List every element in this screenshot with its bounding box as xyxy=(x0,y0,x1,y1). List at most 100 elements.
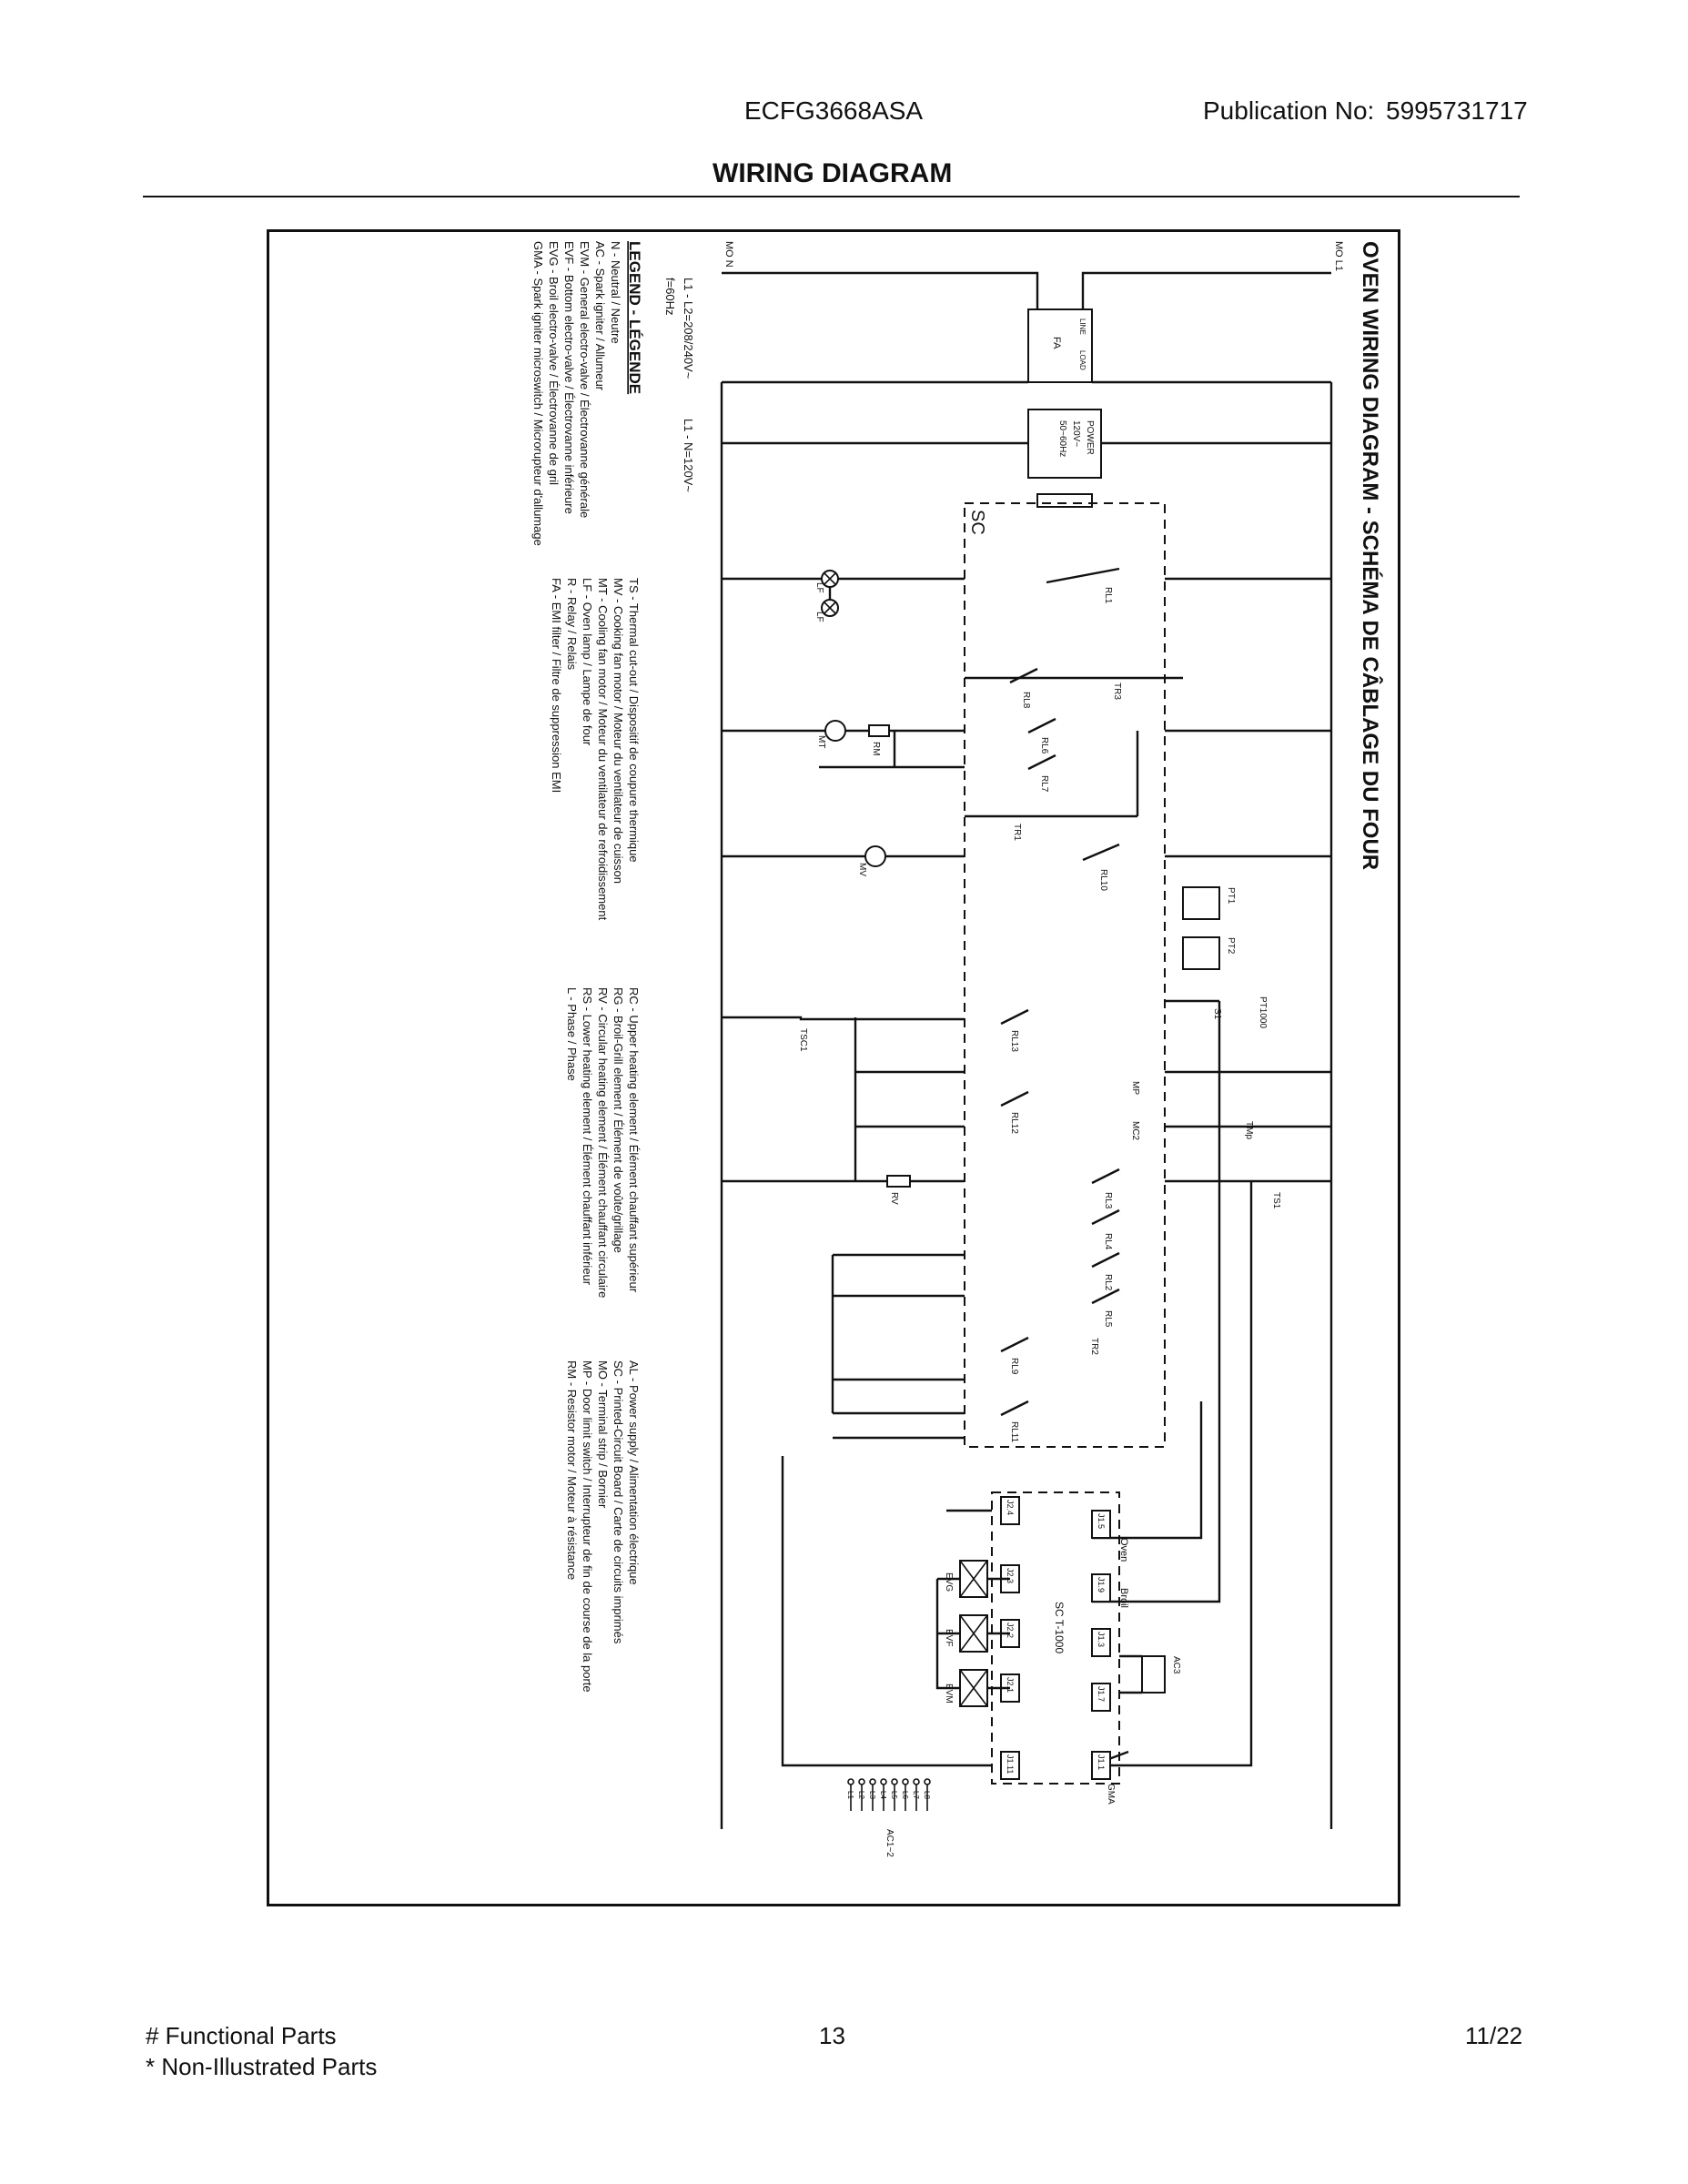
legend-entry: EVM - General electro-valve / Électrovan… xyxy=(578,241,591,518)
relay-rl1: RL1 xyxy=(1103,587,1113,604)
legend-entry: R - Relay / Relais xyxy=(565,578,579,671)
controller-pin-box xyxy=(1091,1683,1111,1712)
vertical-wires xyxy=(781,731,1253,1767)
wire-l1-rail xyxy=(1081,271,1331,309)
model-number: ECFG3668ASA xyxy=(744,96,924,125)
controller-pin-box xyxy=(1091,1628,1111,1657)
controller-pin-label: J1.11 xyxy=(1006,1754,1015,1774)
tsc1-label: TSC1 xyxy=(798,1028,808,1052)
tr1-label: TR1 xyxy=(1012,824,1022,841)
terminal-dot xyxy=(924,1778,931,1785)
legend-entry: AL - Power supply / Alimentation électri… xyxy=(627,1360,641,1585)
legend: LEGEND - LÉGENDE N - Neutral / NeutreAC … xyxy=(531,241,643,1693)
legend-entry: MT - Cooling fan motor / Moteur du venti… xyxy=(596,578,610,921)
mc2-label: MC2 xyxy=(1130,1121,1140,1141)
terminal-label: L3 xyxy=(868,1791,876,1799)
legend-column-4: AL - Power supply / Alimentation électri… xyxy=(565,1360,641,1693)
revision-date: 11/22 xyxy=(1465,2022,1523,2049)
diagram-frame xyxy=(267,229,1400,1906)
fa-line-label: LINE xyxy=(1078,318,1087,335)
evg-label: EVG xyxy=(944,1572,954,1592)
legend-entry: GMA - Spark igniter microswitch / Micror… xyxy=(531,241,545,546)
relay-rl3: RL3 xyxy=(1103,1192,1113,1209)
lamp-label-1: LF xyxy=(814,582,824,593)
terminal-label: L5 xyxy=(890,1791,898,1799)
legend-entry: RG - Broil-Grill element / Élément de vo… xyxy=(612,987,625,1253)
supply-frequency: f=60Hz xyxy=(663,278,677,316)
relay-rl5: RL5 xyxy=(1103,1310,1113,1328)
diagram-title: OVEN WIRING DIAGRAM - SCHÉMA DE CÂBLAGE … xyxy=(1358,241,1383,870)
probe-pt1 xyxy=(1182,886,1220,920)
mp-label: MP xyxy=(1130,1081,1140,1095)
terminal-dot xyxy=(858,1778,865,1785)
footer-functional-parts: # Functional Parts xyxy=(146,2022,337,2049)
legend-entry: MV - Cooking fan motor / Moteur du venti… xyxy=(612,578,625,884)
circular-element-rv xyxy=(886,1175,911,1188)
controller-pin-label: J2.2 xyxy=(1006,1623,1015,1638)
relay-rl13: RL13 xyxy=(1009,1030,1019,1052)
legend-entry: EVG - Broil electro-valve / Électrovanne… xyxy=(547,241,561,485)
controller-t1000 xyxy=(991,1491,1120,1785)
power-supply-label-1: POWER xyxy=(1085,420,1095,455)
legend-entry: TS - Thermal cut-out / Dispositif de cou… xyxy=(627,578,641,863)
supply-note-2: L1 - N=120V~ xyxy=(682,419,695,492)
controller-pin-box xyxy=(1091,1510,1111,1539)
controller-pin-label: J2.1 xyxy=(1006,1677,1015,1693)
lamp-label-2: LF xyxy=(814,612,824,622)
terminal-label: L2 xyxy=(857,1791,865,1799)
footer-non-illustrated: * Non-Illustrated Parts xyxy=(146,2053,378,2080)
rm-label: RM xyxy=(871,742,881,756)
terminal-label: L6 xyxy=(901,1791,909,1799)
legend-entry: MP - Door limit switch / Interrupteur de… xyxy=(581,1360,594,1693)
legend-entry: FA - EMI filter / Filtre de suppression … xyxy=(550,578,563,793)
terminal-label: L4 xyxy=(879,1791,887,1799)
terminal-dot xyxy=(891,1778,898,1785)
controller-pin-label: J1.3 xyxy=(1097,1632,1106,1647)
header-rule xyxy=(143,196,1520,197)
controller-pin-box xyxy=(1091,1573,1111,1603)
controller-pin-label: J1.5 xyxy=(1097,1513,1106,1529)
relay-rl12: RL12 xyxy=(1009,1112,1019,1134)
sc-board-outline xyxy=(964,502,1166,1448)
power-pins xyxy=(1036,493,1093,508)
ac3-label: AC3 xyxy=(1171,1656,1181,1674)
electro-valves: EVG EVF EVM xyxy=(935,1560,1010,1707)
terminal-dot xyxy=(913,1778,920,1785)
terminal-label: L1 xyxy=(846,1791,854,1799)
controller-pin-box xyxy=(1091,1751,1111,1780)
pt1000-label: PT1000 xyxy=(1258,996,1268,1028)
power-supply-label-2: 120V~ xyxy=(1071,420,1081,447)
terminal-dot xyxy=(880,1778,887,1785)
controller-pin-box xyxy=(1000,1496,1020,1525)
page-title: WIRING DIAGRAM xyxy=(713,158,953,188)
legend-entry: RC - Upper heating element / Élément cha… xyxy=(627,987,641,1293)
relay-rl11: RL11 xyxy=(1009,1421,1019,1443)
pt1-label: PT1 xyxy=(1226,887,1236,905)
legend-entry: RS - Lower heating element / Élément cha… xyxy=(581,987,594,1286)
legend-entry: LF - Oven lamp / Lampe de four xyxy=(581,578,594,746)
evf-label: EVF xyxy=(944,1629,954,1646)
power-supply-label-3: 50~60Hz xyxy=(1057,420,1067,457)
cooking-fan-motor xyxy=(864,845,886,867)
relay-rl4: RL4 xyxy=(1103,1233,1113,1250)
controller-input-broil: Broil xyxy=(1118,1588,1129,1608)
legend-entry: L - Phase / Phase xyxy=(565,987,579,1081)
terminal-label: L7 xyxy=(912,1791,920,1799)
mv-label: MV xyxy=(857,863,867,876)
relay-rl7: RL7 xyxy=(1039,775,1049,793)
gma-label: GMA xyxy=(1106,1784,1116,1805)
legend-entry: AC - Spark igniter / Allumeur xyxy=(593,241,607,391)
rv-label: RV xyxy=(889,1192,899,1205)
publication-label: Publication No: xyxy=(1203,96,1375,125)
legend-title: LEGEND - LÉGENDE xyxy=(626,241,643,394)
page-number: 13 xyxy=(819,2022,845,2049)
emi-filter xyxy=(1027,308,1093,383)
sc-board-label: SC xyxy=(967,510,987,535)
fa-load-label: LOAD xyxy=(1078,350,1087,370)
branch-wires xyxy=(722,577,1331,1415)
terminal-dot xyxy=(902,1778,909,1785)
legend-entry: RM - Resistor motor / Moteur à résistanc… xyxy=(565,1360,579,1580)
